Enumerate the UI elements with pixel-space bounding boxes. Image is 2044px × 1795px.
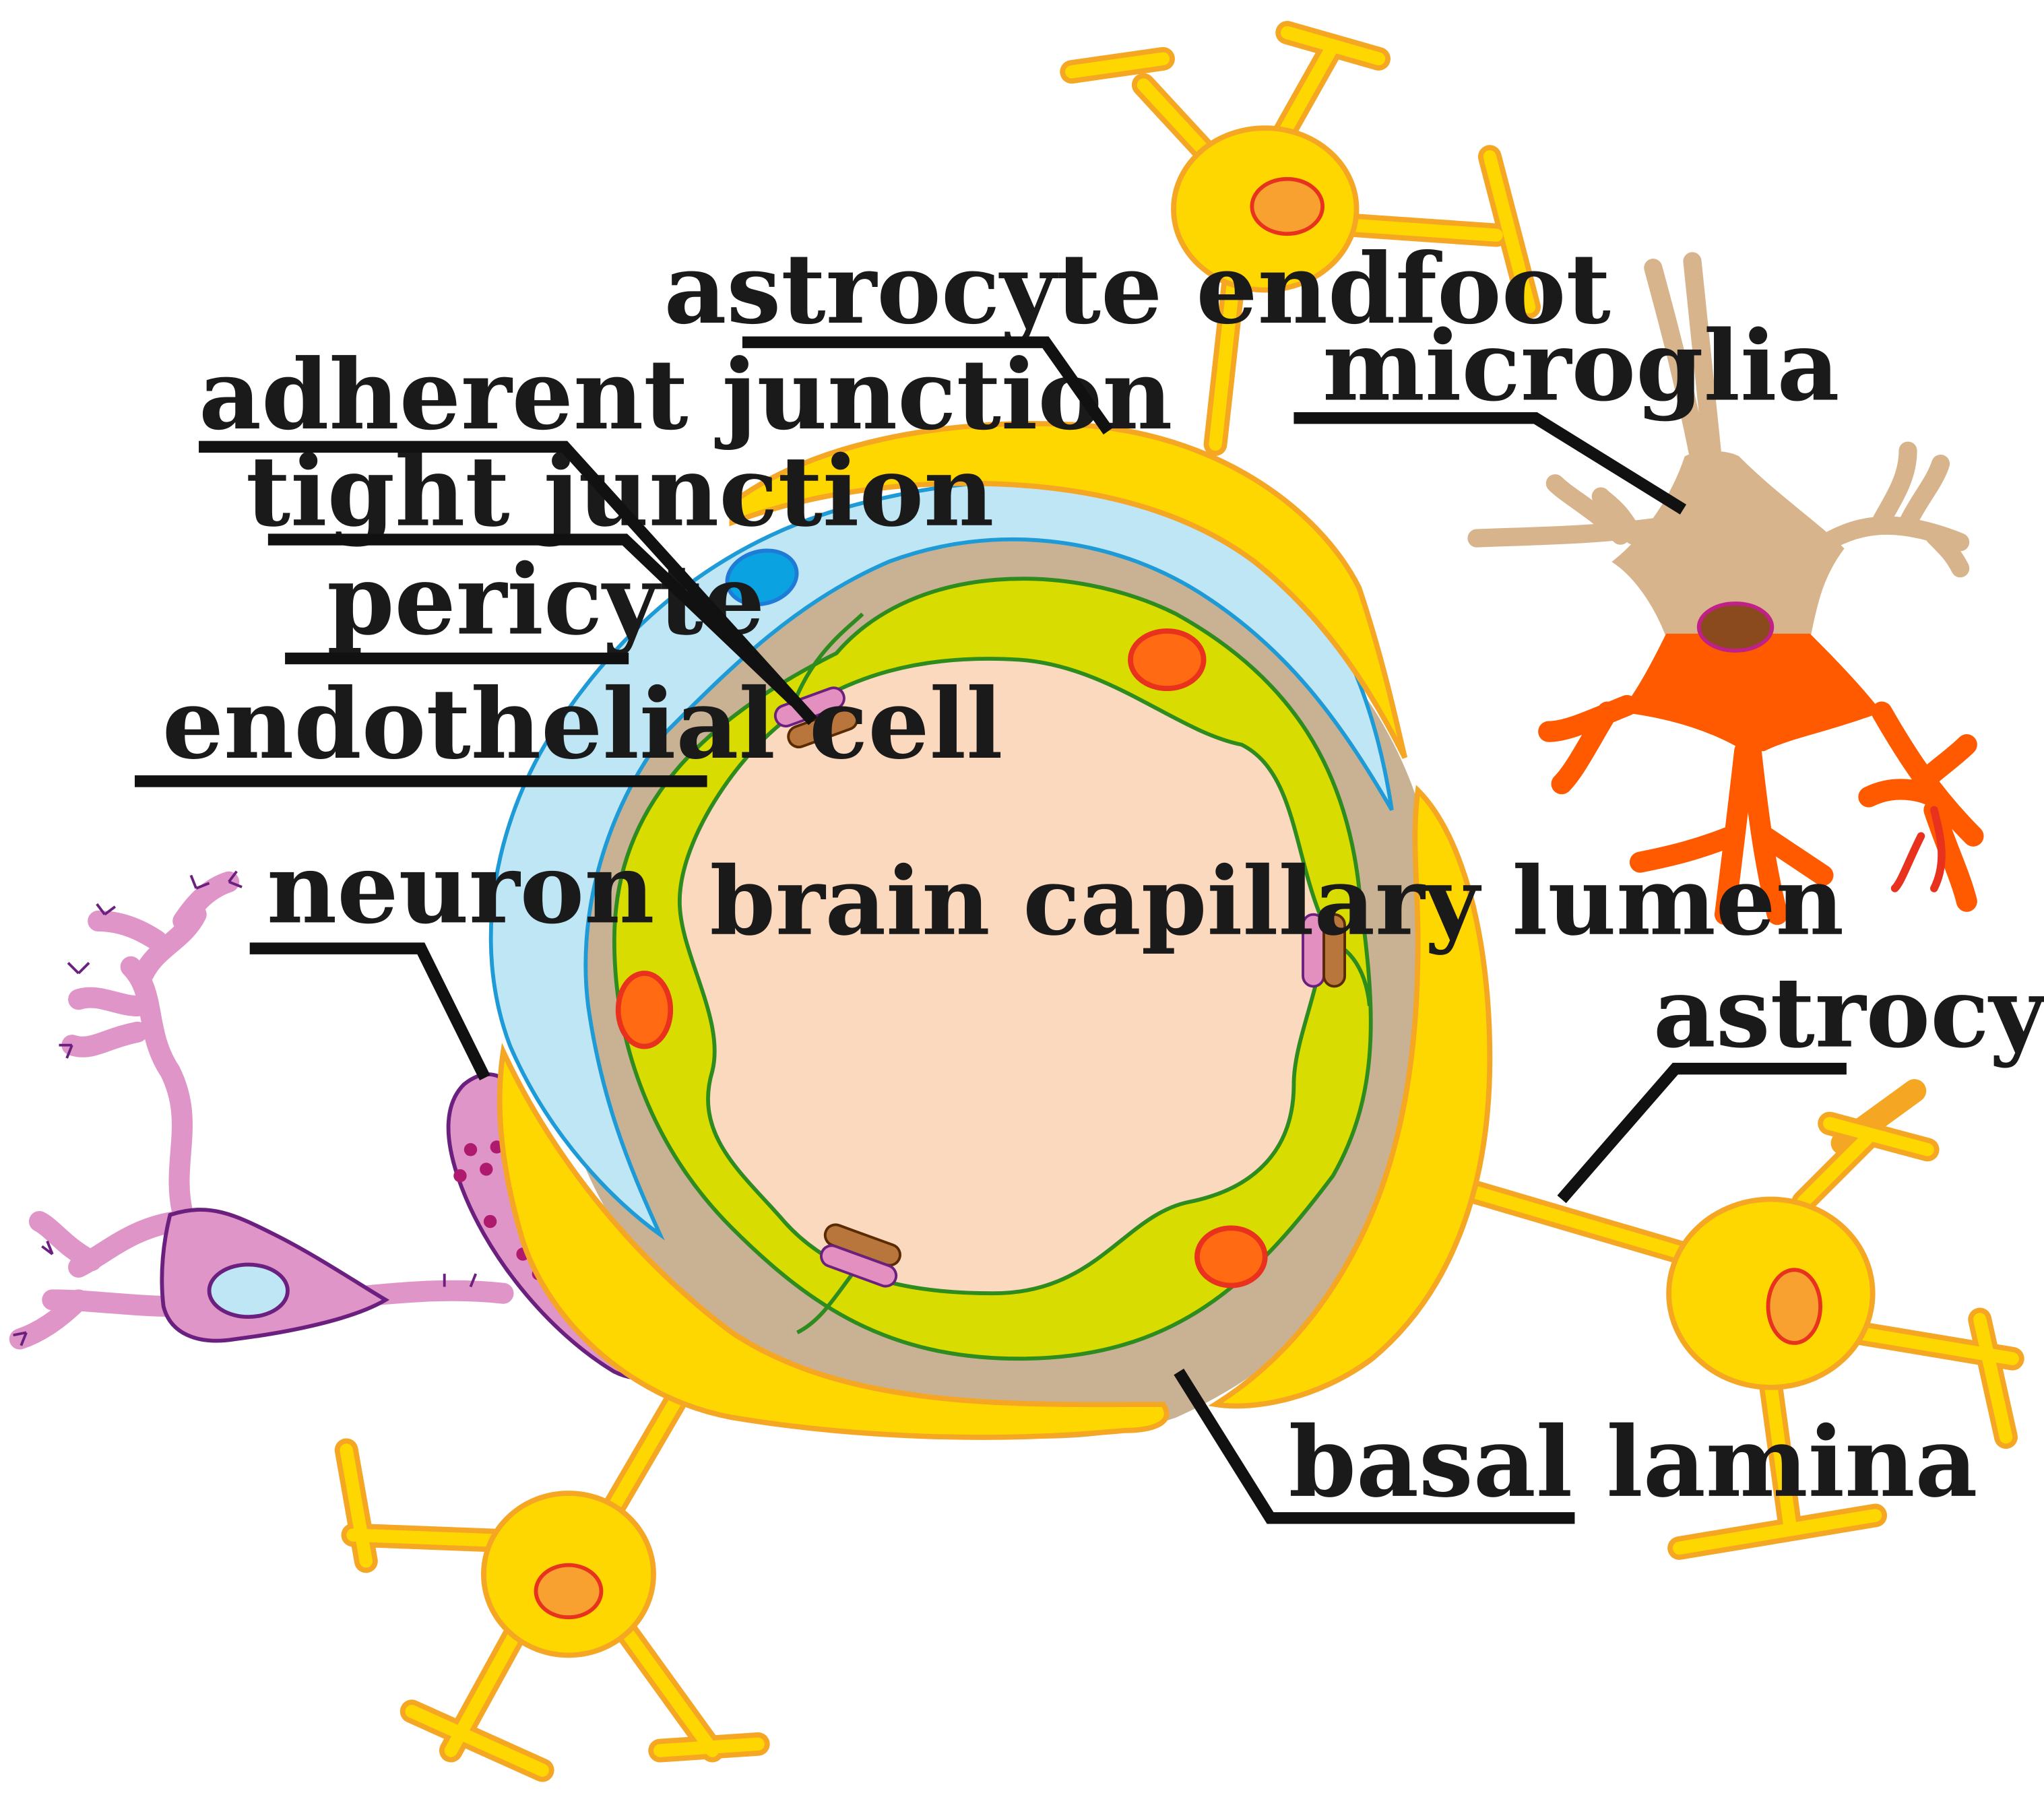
astrocyte-right-nucleus: [1766, 1268, 1823, 1345]
label-neuron: neuron: [267, 831, 655, 945]
label-tight-junction: tight junction: [246, 434, 994, 548]
endothelial-nucleus-3: [1194, 1225, 1268, 1288]
leader-neuron: [249, 942, 490, 1081]
endothelial-nucleus-1: [1128, 628, 1207, 692]
astrocyte-endfoot-bottom: [497, 1043, 1170, 1440]
label-brain-capillary-lumen: brain capillary lumen: [709, 846, 1844, 956]
leader-astrocyte-endfoot: [742, 336, 1114, 435]
leader-astrocyte: [1557, 1062, 1847, 1204]
label-endothelial-cell: endothelial cell: [162, 667, 1003, 781]
leader-tight-junction: [267, 533, 799, 706]
label-astrocyte: astrocyte: [1653, 956, 2044, 1070]
leader-microglia: [1294, 412, 1687, 515]
leader-adherent-junction: [199, 440, 818, 725]
leader-lines: [135, 336, 1847, 1524]
label-basal-lamina: basal lamina: [1289, 1405, 1978, 1519]
astrocyte-top: [1060, 21, 1541, 456]
junction-top: [773, 686, 859, 749]
astrocyte-right: [1452, 1079, 2024, 1560]
junction-right: [1302, 913, 1347, 988]
astrocyte-top-nucleus: [1250, 176, 1325, 236]
astrocyte-bottom-left-nucleus: [534, 1563, 604, 1620]
neuron-cell: [9, 870, 514, 1350]
leader-basal-lamina: [1174, 1368, 1575, 1524]
neuron-nucleus: [207, 1262, 290, 1319]
astrocyte-endfoot-right: [1208, 785, 1493, 1409]
label-microglia: microglia: [1322, 309, 1839, 423]
pericyte-nucleus: [725, 548, 799, 607]
label-adherent-junction: adherent junction: [199, 337, 1172, 451]
junction-bottom: [819, 1223, 901, 1288]
capillary-lumen: [677, 657, 1324, 1296]
microglia-nucleus: [1696, 601, 1775, 653]
endothelial-nucleus-2: [615, 971, 674, 1049]
astrocyte-endfoot-top: [729, 421, 1408, 759]
astrocyte-bottom-left: [334, 1360, 770, 1782]
label-astrocyte-endfoot: astrocyte endfoot: [664, 232, 1611, 346]
